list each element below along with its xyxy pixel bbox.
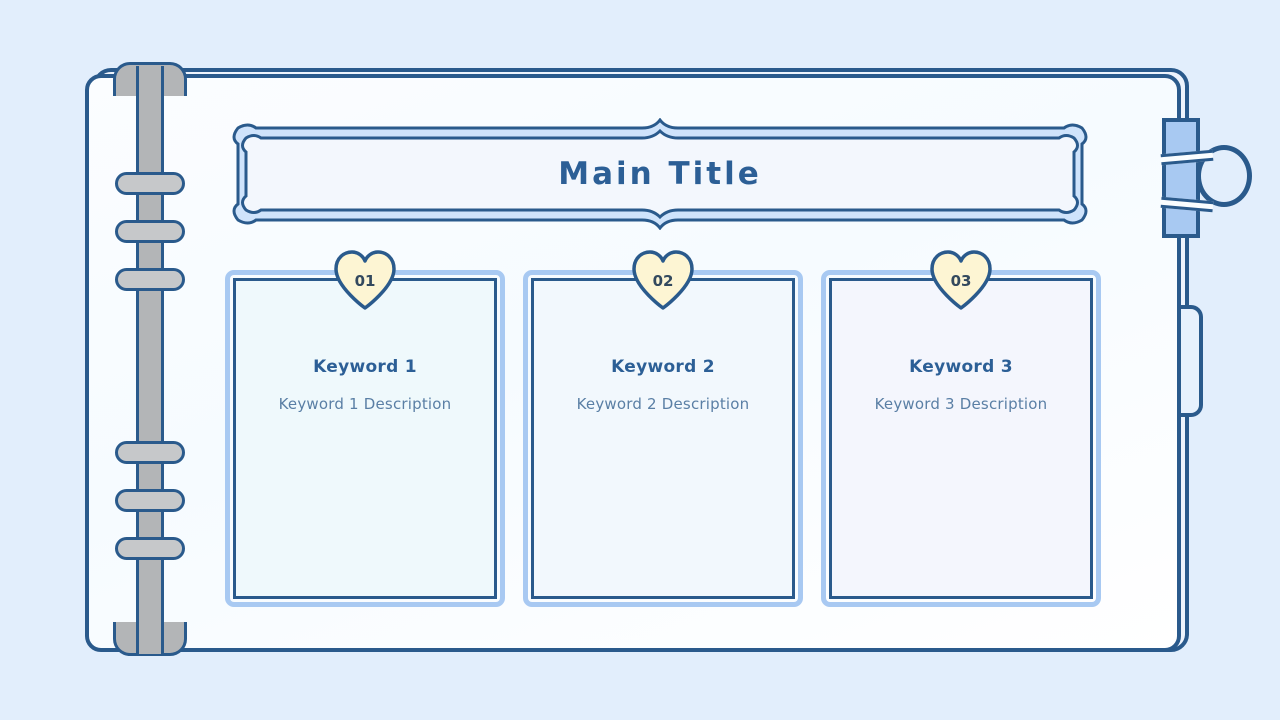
heart-badge-2-number: 02 [652,272,674,290]
heart-badge-3-number: 03 [950,272,972,290]
binder-spine-icon [136,66,164,654]
keyword-card-2-description: Keyword 2 Description [576,395,750,413]
bookmark-tab-icon[interactable] [1181,305,1203,417]
binder-ring-icon [115,489,185,512]
keyword-card-3-body: Keyword 3 Keyword 3 Description [829,278,1093,599]
clasp-body-icon [1162,118,1200,238]
page-title: Main Title [558,156,762,192]
binder-ring-icon [115,268,185,291]
keyword-card-1-description: Keyword 1 Description [278,395,452,413]
binder-ring-icon [115,172,185,195]
heart-badge-2-icon: 02 [630,249,696,311]
keyword-card-1-body: Keyword 1 Keyword 1 Description [233,278,497,599]
binder-ring-icon [115,220,185,243]
keyword-card-3-title: Keyword 3 [909,357,1013,377]
title-banner: Main Title [222,118,1098,230]
heart-badge-1-number: 01 [354,272,376,290]
binder-ring-icon [115,537,185,560]
keyword-card-2[interactable]: Keyword 2 Keyword 2 Description [523,270,803,607]
keyword-card-2-title: Keyword 2 [611,357,715,377]
heart-badge-3-icon: 03 [928,249,994,311]
heart-badge-1-icon: 01 [332,249,398,311]
keyword-card-2-body: Keyword 2 Keyword 2 Description [531,278,795,599]
keyword-card-3-description: Keyword 3 Description [874,395,1048,413]
keyword-card-1-title: Keyword 1 [313,357,417,377]
keyword-card-3[interactable]: Keyword 3 Keyword 3 Description [821,270,1101,607]
keyword-card-1[interactable]: Keyword 1 Keyword 1 Description [225,270,505,607]
binder-ring-icon [115,441,185,464]
